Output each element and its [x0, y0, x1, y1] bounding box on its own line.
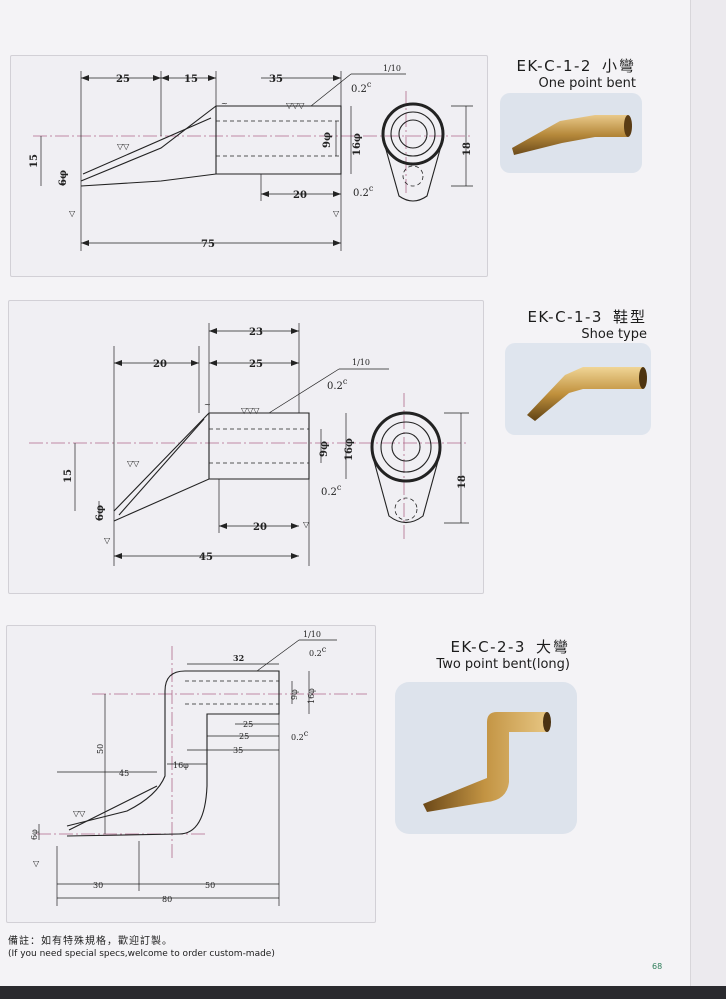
- dim-height-50: 50: [96, 744, 105, 754]
- dim-dia-9: 9φ: [322, 132, 333, 148]
- dim-length-20: 20: [293, 190, 307, 201]
- dim-total-75: 75: [201, 239, 215, 250]
- page-edge: [690, 0, 726, 999]
- note-en: (If you need special specs,welcome to or…: [8, 949, 275, 959]
- footer-note: 備註：如有特殊規格，歡迎訂製。 (If you need special spe…: [8, 932, 275, 959]
- dim-length-35: 35: [269, 74, 283, 85]
- dim-dia-16: 16φ: [352, 133, 363, 156]
- roughness-mark: ▽▽▽: [286, 101, 305, 110]
- dim-length-25a: 25: [243, 720, 253, 729]
- technical-drawing-ek-c-1-2: 25 15 35 1/10 0.2c ▽▽▽ ~ 15 6φ ▽ ▽▽ 9φ 1…: [29, 64, 473, 251]
- product-photo-ek-c-1-2: [500, 93, 642, 173]
- dim-chamfer-top: 0.2c: [327, 377, 348, 392]
- roughness-left: ▽: [33, 859, 40, 868]
- dim-dia-16-bend: 16φ: [173, 761, 189, 770]
- bottom-edge: [0, 986, 726, 999]
- dim-length-15: 15: [184, 74, 198, 85]
- long-bent-tip-photo: [423, 712, 551, 812]
- dim-dia-6: 6φ: [95, 505, 106, 521]
- dim-chamfer-bottom: 0.2c: [321, 483, 342, 498]
- roughness-mark: ▽▽▽: [241, 406, 260, 415]
- dim-length-25: 25: [249, 359, 263, 370]
- drawing-panel-ek-c-1-2: 25 15 35 1/10 0.2c ▽▽▽ ~ 15 6φ ▽ ▽▽ 9φ 1…: [10, 55, 488, 277]
- dim-length-20: 20: [153, 359, 167, 370]
- dim-length-20-bottom: 20: [253, 522, 267, 533]
- dim-chamfer-top: 0.2c: [309, 645, 327, 658]
- product-name-en: One point bent: [538, 76, 636, 91]
- dim-dia-16: 16φ: [307, 688, 316, 704]
- dim-length-25: 25: [116, 74, 130, 85]
- dim-dia-6: 6φ: [58, 170, 69, 186]
- roughness-angle: ▽▽: [73, 809, 86, 818]
- product-name-en: Two point bent(long): [436, 657, 570, 672]
- dim-length-30: 30: [93, 881, 103, 890]
- dim-total-80: 80: [162, 895, 172, 904]
- roughness-right: ▽: [303, 520, 310, 529]
- dim-chamfer-bottom: 0.2c: [291, 729, 309, 742]
- page-number: 68: [652, 962, 663, 971]
- dim-length-50: 50: [205, 881, 215, 890]
- wave-mark: ~: [221, 99, 228, 108]
- dim-dia-9: 9φ: [319, 441, 330, 457]
- roughness-right: ▽: [333, 209, 340, 218]
- dim-chamfer-bottom: 0.2c: [353, 184, 374, 199]
- dim-length-25b: 25: [239, 732, 249, 741]
- dim-offset-15: 15: [29, 154, 40, 168]
- shoe-tip-photo: [527, 367, 647, 421]
- drawing-panel-ek-c-1-3: 23 20 25 1/10 0.2c ▽▽▽ ~ 15 6φ ▽ ▽▽ 9φ 1…: [8, 300, 484, 594]
- drawing-panel-ek-c-2-3: 32 1/10 0.2c 9φ 16φ 25 25 35 0.2c 50 45 …: [6, 625, 376, 923]
- dim-length-32: 32: [233, 653, 244, 663]
- roughness-angle: ▽▽: [127, 459, 140, 468]
- dim-dia-16: 16φ: [344, 438, 355, 461]
- dim-taper: 1/10: [383, 64, 401, 73]
- dim-chamfer-top: 0.2c: [351, 80, 372, 95]
- dim-length-23: 23: [249, 327, 263, 338]
- technical-drawing-ek-c-2-3: 32 1/10 0.2c 9φ 16φ 25 25 35 0.2c 50 45 …: [30, 630, 367, 906]
- product-photo-ek-c-2-3: [395, 682, 577, 834]
- dim-dia-9: 9φ: [290, 689, 299, 700]
- technical-drawing-ek-c-1-3: 23 20 25 1/10 0.2c ▽▽▽ ~ 15 6φ ▽ ▽▽ 9φ 1…: [29, 323, 469, 566]
- roughness-left: ▽: [69, 209, 76, 218]
- dim-offset-15: 15: [63, 469, 74, 483]
- product-photo-ek-c-1-3: [505, 343, 651, 435]
- dim-taper: 1/10: [303, 630, 321, 639]
- dim-height-18: 18: [462, 142, 473, 156]
- dim-total-45: 45: [199, 552, 213, 563]
- product-name-en: Shoe type: [581, 327, 647, 342]
- dim-length-35: 35: [233, 746, 243, 755]
- wave-mark: ~: [204, 400, 211, 409]
- dim-height-18: 18: [457, 475, 468, 489]
- dim-length-45: 45: [119, 769, 129, 778]
- note-zh: 備註：如有特殊規格，歡迎訂製。: [8, 936, 173, 947]
- roughness-angle: ▽▽: [117, 142, 130, 151]
- roughness-left: ▽: [104, 536, 111, 545]
- bent-tip-photo: [512, 115, 632, 155]
- dim-taper: 1/10: [352, 358, 370, 367]
- dim-dia-6: 6φ: [30, 829, 39, 840]
